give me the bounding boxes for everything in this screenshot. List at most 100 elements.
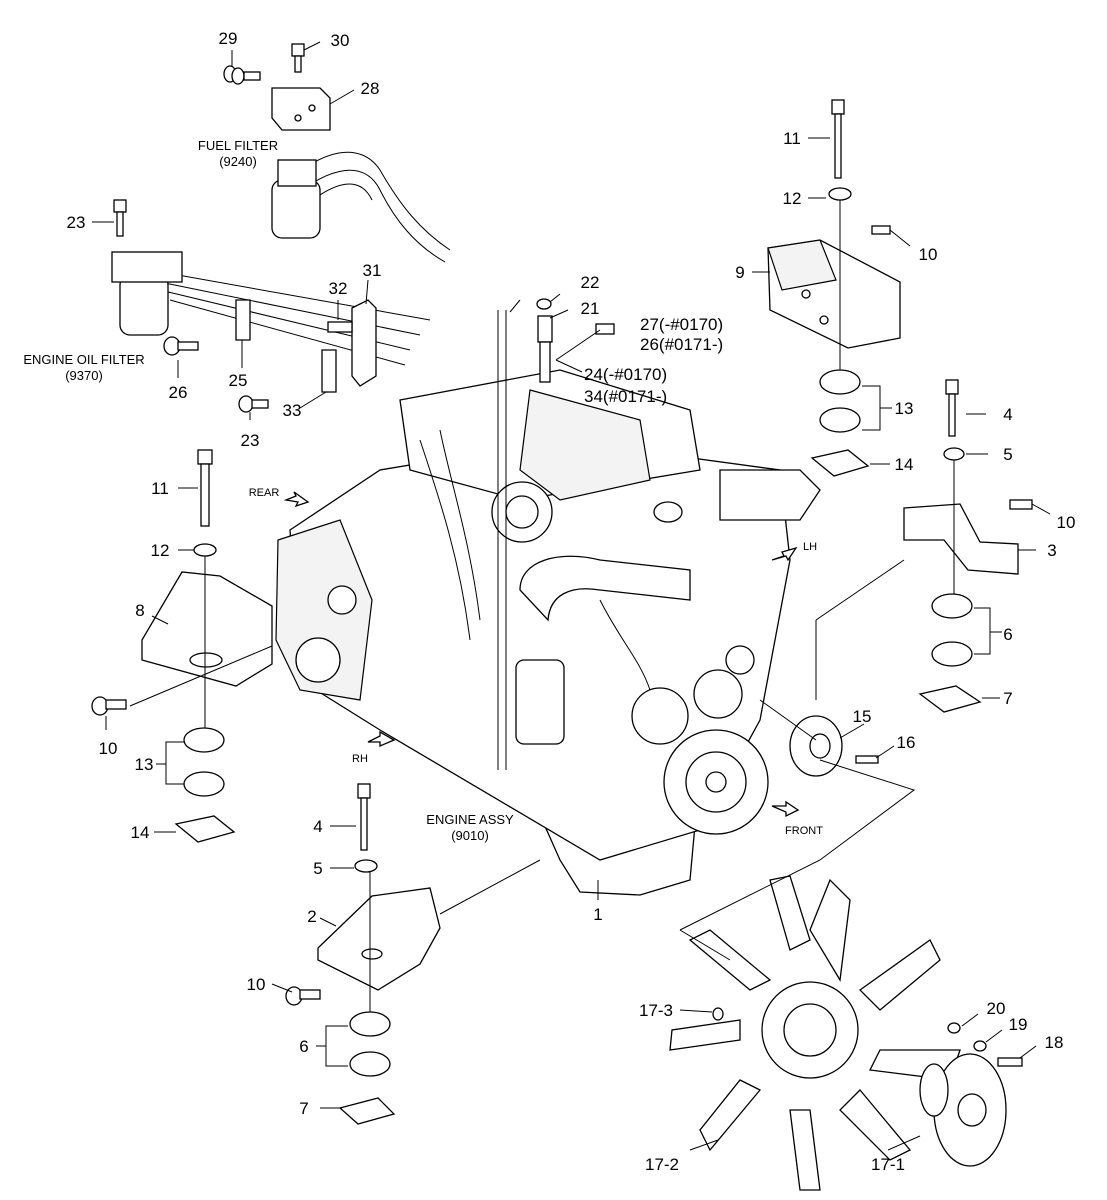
callout-17-2: 17-2 (645, 1155, 679, 1174)
valve-cover (519, 389, 651, 501)
adapter-27 (595, 323, 615, 335)
callout-14-top: 14 (895, 455, 914, 474)
callout-19: 19 (1009, 1015, 1028, 1034)
oil-filter-group (92, 199, 431, 420)
mount-front-rh (271, 783, 541, 1125)
bolt-11 (831, 99, 845, 115)
fuel-filter-bracket (271, 87, 331, 131)
callout-10-right: 10 (1057, 513, 1076, 532)
pad-14-left (174, 815, 236, 843)
nut-17-3 (712, 1007, 724, 1021)
clamp-25 (235, 299, 251, 341)
bracket-31 (351, 299, 377, 387)
callout-31: 31 (363, 261, 382, 280)
air-pipe (719, 469, 821, 521)
callout-1: 1 (593, 905, 602, 924)
engine-assy-label: ENGINE ASSY (426, 812, 514, 827)
rear-arrow (283, 491, 310, 508)
washer-5-front (354, 859, 378, 873)
mount-13-upper (819, 369, 861, 395)
mount-13-lower (819, 407, 861, 433)
bolt-18 (997, 1057, 1023, 1067)
callout-7-right: 7 (1003, 689, 1012, 708)
clamp-33 (321, 349, 337, 393)
fuel-filter-head (277, 159, 317, 187)
callout-18: 18 (1045, 1033, 1064, 1052)
bolt-4-front (357, 783, 371, 799)
oil-filter-canister (119, 274, 169, 336)
callout-23-bottom: 23 (241, 431, 260, 450)
engine-fuel-filter (515, 659, 565, 745)
washer-12-left (193, 543, 217, 557)
callout-22: 22 (581, 273, 600, 292)
fan-drive-pulley (693, 669, 743, 719)
front-arrow (771, 800, 800, 818)
callout-34: 34(#0171-) (584, 387, 667, 406)
mount-6-lower (931, 641, 973, 667)
mount-13-left-lower (183, 771, 225, 797)
bracket-3 (903, 503, 1019, 575)
mount-rear-rh (91, 449, 273, 843)
callout-10-left: 10 (99, 739, 118, 758)
callout-24: 24(-#0170) (584, 365, 667, 384)
callout-17-3: 17-3 (639, 1001, 673, 1020)
sensor-21 (537, 315, 553, 343)
washer-12 (828, 187, 852, 201)
callout-7-front: 7 (299, 1099, 308, 1118)
mount-6-front-upper (349, 1011, 391, 1037)
engine-assembly (275, 310, 821, 900)
callout-23-top: 23 (67, 213, 86, 232)
direction-arrows (283, 491, 800, 818)
callout-27: 27(-#0170) (640, 315, 723, 334)
fuel-filter-group (223, 41, 451, 263)
callout-20: 20 (987, 999, 1006, 1018)
washer-5 (943, 447, 965, 461)
pad-7-front (338, 1097, 396, 1125)
engine-assy-code: (9010) (451, 828, 489, 843)
callout-3: 3 (1047, 541, 1056, 560)
callout-32: 32 (329, 279, 348, 298)
mount-6-front-lower (349, 1051, 391, 1077)
callout-11-top: 11 (783, 129, 801, 148)
callout-13-left: 13 (135, 755, 154, 774)
fan-assembly (669, 699, 1037, 1191)
callout-26-alt: 26(#0171-) (640, 335, 723, 354)
callout-28: 28 (361, 79, 380, 98)
bolt-16 (855, 755, 879, 764)
callout-21: 21 (581, 299, 600, 318)
lh-label: LH (803, 541, 817, 553)
callout-4-right: 4 (1003, 405, 1012, 424)
lh-arrow (771, 546, 798, 562)
rear-label: REAR (249, 487, 280, 499)
fuel-filter-canister (271, 179, 321, 239)
washer-19 (973, 1040, 987, 1052)
oil-filter-head (111, 251, 183, 283)
callout-4-front: 4 (313, 817, 322, 836)
bracket-8 (141, 571, 273, 687)
mount-front-lh (815, 379, 1051, 713)
callout-5-right: 5 (1003, 445, 1012, 464)
callout-30: 30 (331, 31, 350, 50)
callout-6-right: 6 (1003, 625, 1012, 644)
callout-8: 8 (135, 601, 144, 620)
callout-2: 2 (307, 907, 316, 926)
intake-pipe (519, 555, 691, 622)
pad-14 (810, 449, 870, 477)
callout-29: 29 (219, 29, 238, 48)
bolt-30 (291, 43, 305, 57)
bolt-10 (871, 225, 891, 235)
bolt-4 (945, 379, 959, 395)
rh-label: RH (352, 753, 368, 765)
callout-26: 26 (169, 383, 188, 402)
callout-15: 15 (853, 707, 872, 726)
callout-10-top: 10 (919, 245, 938, 264)
fuel-filter-label: FUEL FILTER (198, 138, 278, 153)
callout-11-left: 11 (151, 479, 169, 498)
callout-10-front: 10 (247, 975, 266, 994)
callout-14-left: 14 (131, 823, 150, 842)
rh-arrow (367, 730, 396, 747)
bolt-11-left (197, 449, 213, 465)
mount-rear-lh (752, 99, 911, 477)
callout-13-top: 13 (895, 399, 914, 418)
